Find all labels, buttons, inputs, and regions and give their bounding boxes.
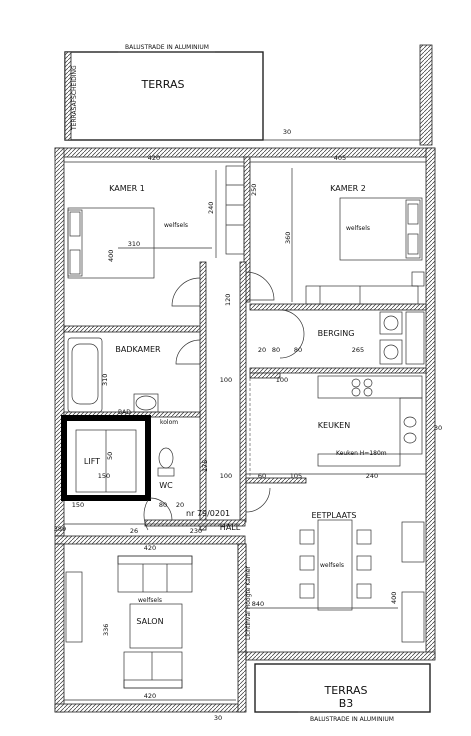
dim-60: 60 bbox=[258, 472, 266, 480]
plan-reference: nr 79/0201 bbox=[186, 509, 230, 518]
dim-100-b: 100 bbox=[220, 472, 232, 480]
dim-150: 150 bbox=[98, 472, 110, 480]
dim-360: 360 bbox=[284, 232, 292, 244]
bad-note: BAD bbox=[118, 409, 131, 416]
keuken-label: KEUKEN bbox=[318, 421, 350, 430]
dim-265: 265 bbox=[352, 346, 364, 354]
dim-400: 400 bbox=[107, 250, 115, 262]
dim-105: 105 bbox=[290, 472, 302, 480]
dim-100-a: 100 bbox=[220, 376, 232, 384]
welfsels-eetplaats: welfsels bbox=[320, 562, 344, 569]
kamer2-label: KAMER 2 bbox=[330, 184, 366, 193]
dim-26: 26 bbox=[130, 527, 138, 535]
dim-405-top: 405 bbox=[334, 154, 346, 162]
welfsels-kamer2: welfsels bbox=[346, 225, 370, 232]
doors bbox=[143, 271, 305, 531]
terrace-top bbox=[64, 44, 433, 146]
kolom-note: kolom bbox=[160, 419, 178, 426]
dimension-lines bbox=[64, 161, 426, 701]
dim-50: 50 bbox=[106, 452, 114, 460]
dim-30-right: 30 bbox=[434, 424, 442, 432]
dim-150-b: 150 bbox=[72, 501, 84, 509]
dim-420-bot: 420 bbox=[144, 692, 156, 700]
wc-label: WC bbox=[159, 481, 173, 490]
eetplaats-label: EETPLAATS bbox=[312, 511, 357, 520]
terras-bottom-label: TERRAS bbox=[323, 684, 367, 697]
dim-420-mid: 420 bbox=[144, 544, 156, 552]
dim-310-b: 310 bbox=[101, 374, 109, 386]
kamer1-label: KAMER 1 bbox=[109, 184, 145, 193]
furniture bbox=[65, 165, 425, 689]
balustrade-bottom-note: BALUSTRADE IN ALUMINIUM bbox=[310, 716, 394, 723]
dim-389: 389 bbox=[54, 525, 66, 533]
lift-label: LIFT bbox=[84, 457, 100, 466]
berging-label: BERGING bbox=[318, 329, 355, 338]
dim-230: 230 bbox=[190, 527, 202, 535]
keuken-worktop-note: Keuken H=180m bbox=[336, 450, 387, 457]
badkamer-label: BADKAMER bbox=[115, 345, 161, 354]
hall-label: HALL bbox=[220, 523, 241, 532]
welfsels-salon: welfsels bbox=[138, 597, 162, 604]
dim-420-top: 420 bbox=[148, 154, 160, 162]
dim-120: 120 bbox=[224, 294, 232, 306]
lift-shaft bbox=[61, 415, 151, 501]
side-note: Lichtinval Hoogte Kamer bbox=[245, 566, 252, 640]
dim-840: 840 bbox=[252, 600, 264, 608]
dim-310: 310 bbox=[128, 240, 140, 248]
dim-80-c: 80 bbox=[159, 501, 167, 509]
dim-240-b: 240 bbox=[366, 472, 378, 480]
dim-30-top: 30 bbox=[283, 128, 291, 136]
terras-top-label: TERRAS bbox=[140, 78, 184, 91]
dim-80-b: 80 bbox=[294, 346, 302, 354]
dim-400-b: 400 bbox=[390, 592, 398, 604]
unit-code: B3 bbox=[339, 697, 354, 710]
dim-250: 250 bbox=[250, 184, 258, 196]
balustrade-top-note: BALUSTRADE IN ALUMINIUM bbox=[125, 44, 209, 51]
dim-20: 20 bbox=[258, 346, 266, 354]
welfsels-kamer1: welfsels bbox=[164, 222, 188, 229]
dim-100-c: 100 bbox=[276, 376, 288, 384]
dim-20-b: 20 bbox=[176, 501, 184, 509]
dim-30-bot: 30 bbox=[214, 714, 222, 722]
dim-175: 175 bbox=[201, 460, 209, 472]
salon-label: SALON bbox=[136, 617, 163, 626]
dim-80-a: 80 bbox=[272, 346, 280, 354]
dim-240-a: 240 bbox=[207, 202, 215, 214]
terras-side-note: TERRASAFSCHEIDING bbox=[71, 65, 78, 131]
dim-336: 336 bbox=[102, 624, 110, 636]
